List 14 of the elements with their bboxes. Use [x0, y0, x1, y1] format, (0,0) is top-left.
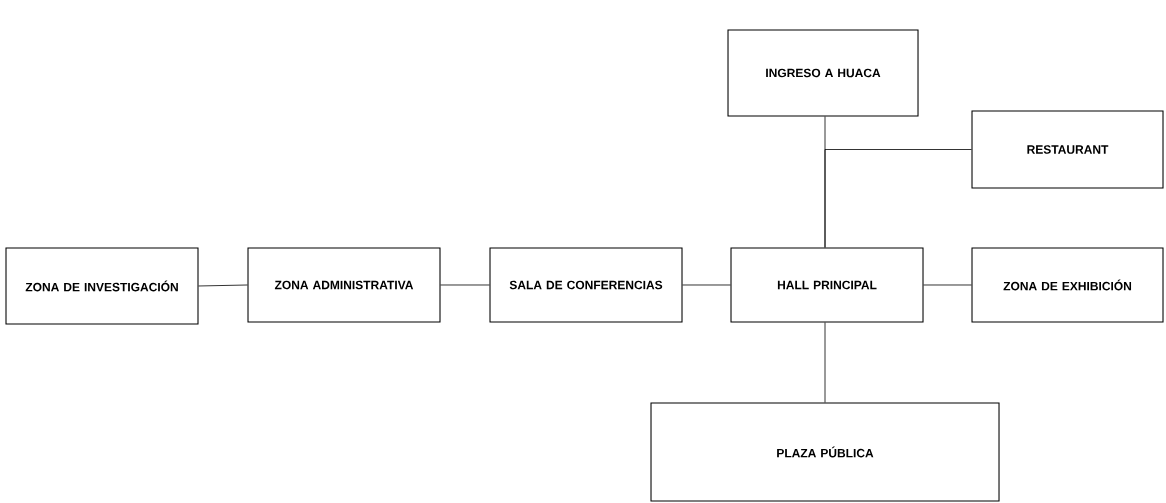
area-box: SALA DE CONFERENCIAS	[489, 247, 683, 323]
connector-line	[824, 149, 972, 248]
area-box: ZONA DE EXHIBICIÓN	[971, 247, 1164, 323]
area-box: RESTAURANT	[971, 110, 1164, 189]
area-box: ZONA ADMINISTRATIVA	[247, 247, 441, 323]
area-box: INGRESO A HUACA	[727, 29, 919, 117]
connector-line	[440, 284, 490, 286]
connector-line	[824, 322, 826, 403]
connector-line	[682, 284, 731, 286]
area-box: PLAZA PÚBLICA	[650, 402, 1000, 502]
area-box: HALL PRINCIPAL	[730, 247, 924, 323]
connector-line	[923, 284, 972, 286]
area-box: ZONA DE INVESTIGACIÓN	[5, 247, 199, 325]
connector-line	[198, 284, 248, 287]
